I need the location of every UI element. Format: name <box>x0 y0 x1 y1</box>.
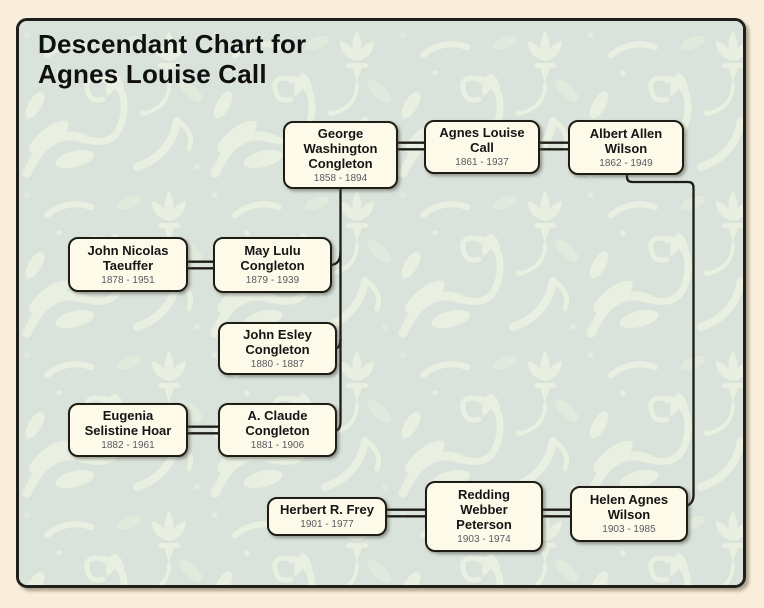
chart-title-line1: Descendant Chart for <box>38 29 307 59</box>
person-name-line: Congleton <box>308 155 373 171</box>
person-name-line: Congleton <box>245 423 310 438</box>
person-name-line: John Esley <box>243 326 312 342</box>
person-name-line: A. Claude <box>247 408 308 423</box>
person-box-herbert[interactable]: Herbert R. Frey 1901 - 1977 <box>267 497 387 536</box>
person-name-line: Peterson <box>456 517 512 532</box>
person-dates: 1879 - 1939 <box>245 275 300 286</box>
person-name-line: Congleton <box>240 258 305 273</box>
person-name-line: John Nicolas <box>87 242 169 258</box>
person-dates: 1862 - 1949 <box>599 157 653 169</box>
person-name-line: Selistine Hoar <box>84 423 172 438</box>
person-dates: 1861 - 1937 <box>455 157 509 168</box>
person-dates: 1903 - 1985 <box>602 524 656 535</box>
person-name-line: Taeuffer <box>102 257 154 273</box>
person-name-line: Albert Allen <box>589 125 663 141</box>
person-dates: 1858 - 1894 <box>313 172 368 184</box>
person-name-line: Washington <box>303 140 378 156</box>
person-dates: 1880 - 1887 <box>250 358 305 370</box>
person-name-line: Congleton <box>245 341 310 357</box>
person-name-line: May Lulu <box>244 243 301 258</box>
person-name-line: Helen Agnes <box>589 492 669 507</box>
chart-title-line2: Agnes Louise Call <box>38 59 267 89</box>
person-name-line: Redding <box>458 487 510 502</box>
chart-title: Descendant Chart for Agnes Louise Call <box>38 29 306 89</box>
person-name-line: George <box>317 125 364 141</box>
person-name-line: Eugenia <box>102 408 154 423</box>
person-dates: 1901 - 1977 <box>300 519 354 530</box>
person-name-line: Webber <box>460 502 508 517</box>
person-dates: 1882 - 1961 <box>101 440 155 451</box>
person-dates: 1878 - 1951 <box>101 274 155 286</box>
person-name-line: Agnes Louise <box>439 125 525 140</box>
person-name-line: Wilson <box>604 140 648 156</box>
person-name-line: Herbert R. Frey <box>280 502 374 517</box>
person-name-line: Wilson <box>607 507 651 522</box>
person-name-line: Call <box>470 140 494 155</box>
person-dates: 1903 - 1974 <box>457 534 511 545</box>
person-dates: 1881 - 1906 <box>250 440 305 451</box>
